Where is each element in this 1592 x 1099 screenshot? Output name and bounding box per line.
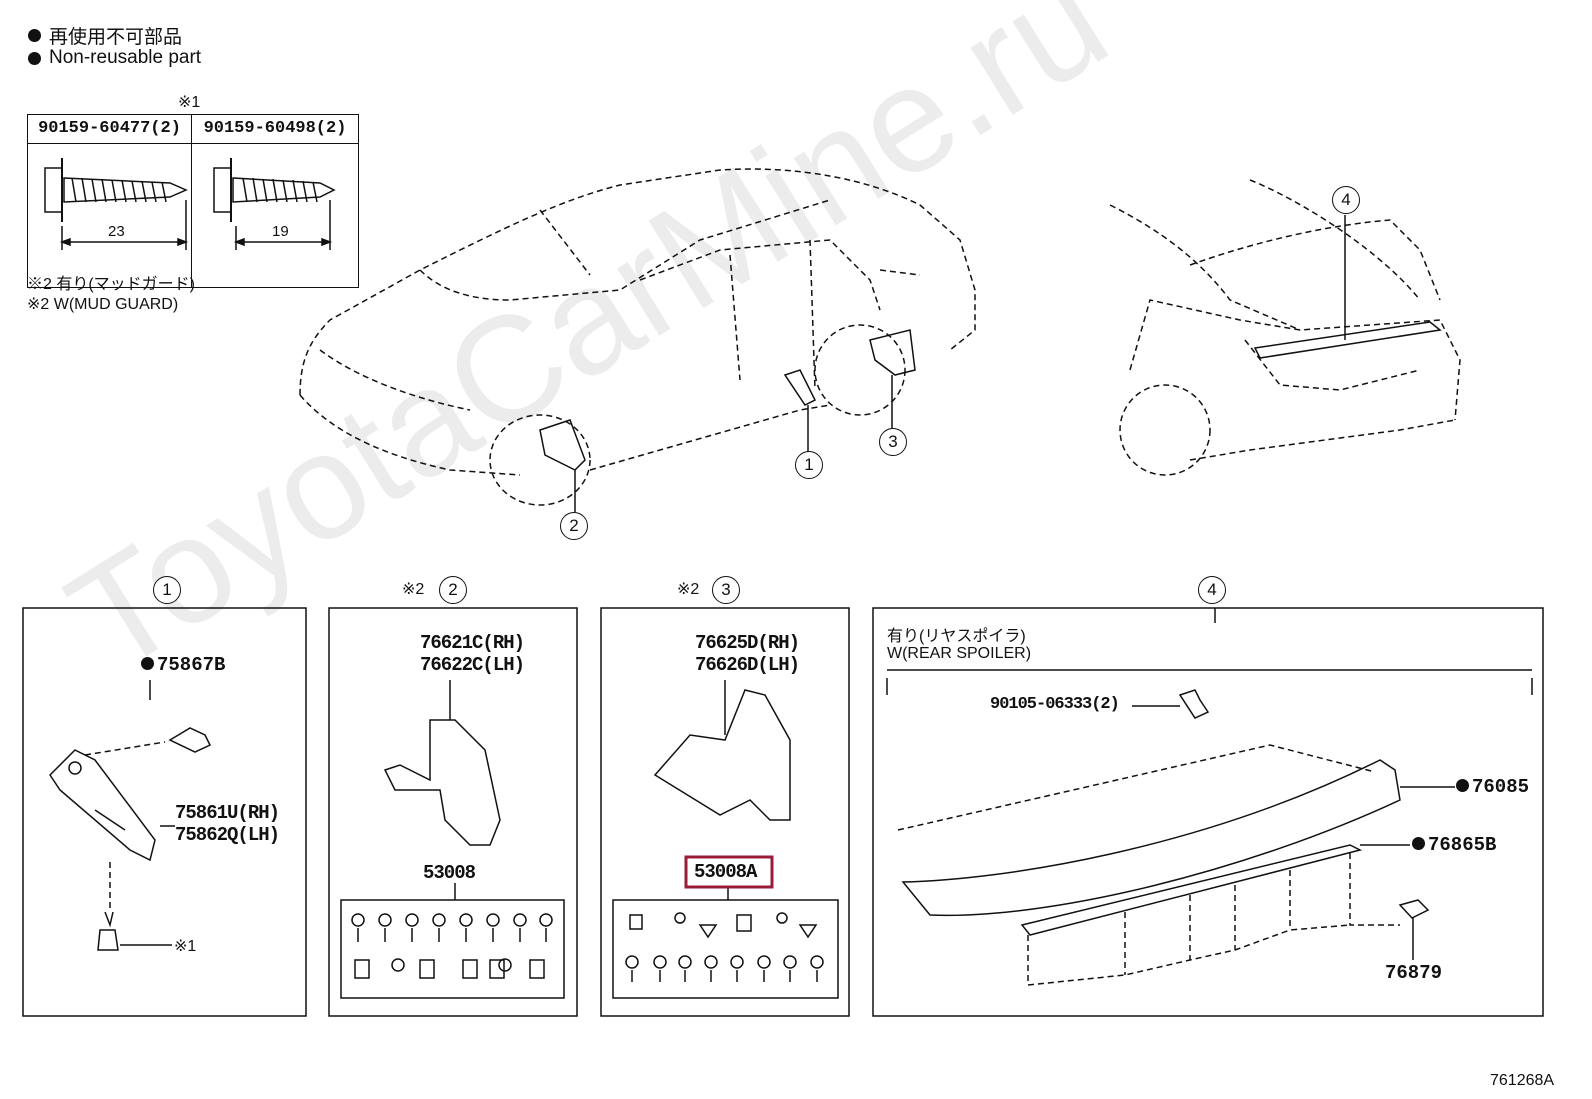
callout-1[interactable]: 1 [795,451,823,479]
part-76625D[interactable]: 76625D(RH) [695,632,800,654]
callout-3[interactable]: 3 [879,428,907,456]
part-76865B[interactable]: 76865B [1412,834,1496,856]
bracket-part [783,369,817,406]
panel2-kit-fasteners [351,913,553,979]
part-75867B[interactable]: 75867B [141,654,225,676]
legend-jp: 再使用不可部品 [28,22,182,49]
legend-en-text: Non-reusable part [49,47,202,68]
part-90105-06333[interactable]: 90105-06333(2) [990,695,1120,714]
mud-guard-rear [869,329,916,376]
non-reusable-dot-icon [141,657,154,670]
legend-jp-text: 再使用不可部品 [49,27,183,48]
panel3-kit-fasteners [625,912,824,982]
panel-2-number: 2 [439,576,467,604]
part-53008A[interactable]: 53008A [694,861,757,883]
bolt-1-drawing [44,158,189,250]
bolt-2-part-number[interactable]: 90159-60498(2) [203,119,347,138]
rear-spoiler-on-car [1253,321,1442,359]
panel1-bracket [49,680,212,951]
note-jp: ※2 有り(マッドガード) [27,276,196,293]
non-reusable-dot-icon [28,51,41,65]
bolt-1-length: 23 [108,223,125,240]
panel-3-note: ※2 [677,581,700,598]
callout-2[interactable]: 2 [560,512,588,540]
mud-guard-front [539,419,586,471]
rear-car-illustration [1109,179,1461,476]
non-reusable-dot-icon [28,29,41,42]
panel-3-number: 3 [712,576,740,604]
part-76626D[interactable]: 76626D(LH) [695,654,800,676]
panel-4-number: 4 [1198,576,1226,604]
bolt-table-ref: ※1 [178,94,201,111]
diagram-id: 761268A [1490,1072,1555,1089]
callout-4[interactable]: 4 [1332,186,1360,214]
panel2-mudguard [340,680,565,999]
part-75862Q[interactable]: 75862Q(LH) [175,824,280,846]
panel3-mudguard [612,680,839,999]
note-en: ※2 W(MUD GUARD) [27,296,179,313]
panel-1-ref: ※1 [174,938,197,955]
part-76621C[interactable]: 76621C(RH) [420,632,525,654]
part-76085[interactable]: 76085 [1456,776,1529,798]
non-reusable-dot-icon [1456,779,1469,792]
non-reusable-dot-icon [1412,837,1425,850]
panel-4-label-jp: 有り(リヤスポイラ) [887,628,1026,645]
legend-en: Non-reusable part [28,47,201,69]
panel-2-note: ※2 [402,581,425,598]
highlight-box [684,855,774,889]
bolt-1-part-number[interactable]: 90159-60477(2) [38,119,181,138]
part-75861U[interactable]: 75861U(RH) [175,802,280,824]
panel4-spoiler [886,608,1533,986]
panel-4-label-en: W(REAR SPOILER) [887,645,1032,662]
bolt-2-drawing [213,158,336,250]
bolt-table: 90159-60477(2) 90159-60498(2) 23 19 [27,114,359,288]
part-76622C[interactable]: 76622C(LH) [420,654,525,676]
bolt-2-length: 19 [272,223,289,240]
part-53008[interactable]: 53008 [423,862,476,884]
part-76879[interactable]: 76879 [1385,962,1443,984]
panel-1-number: 1 [153,576,181,604]
front-car-illustration [299,168,976,506]
